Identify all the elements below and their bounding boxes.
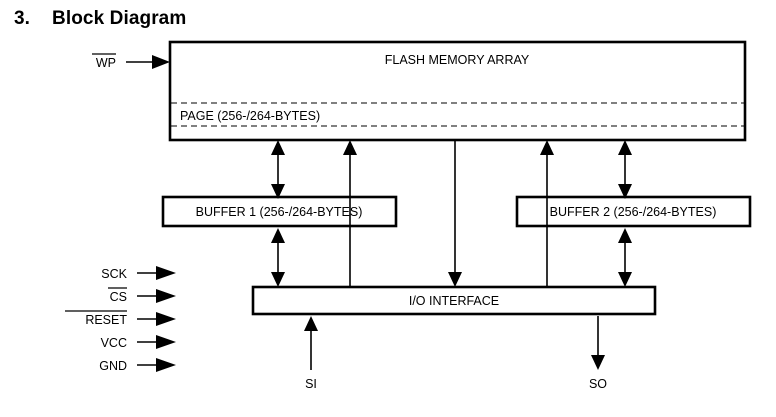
signal-cs-arrowhead [156,289,176,303]
connector-array-to-io-center [448,140,462,287]
signal-vcc: VCC [101,335,176,350]
page-title: Block Diagram [52,8,187,29]
flash-memory-array-label: FLASH MEMORY ARRAY [385,53,530,67]
signal-cs-label: CS [110,290,127,304]
signal-wp-label: WP [96,56,116,70]
io-interface-block: I/O INTERFACE [251,285,657,316]
connector-array-buffer1-bidirectional [271,140,285,199]
signal-gnd-label: GND [99,359,127,373]
signal-si: SI [304,316,318,391]
buffer-2-block: BUFFER 2 (256-/264-BYTES) [515,195,752,228]
signal-reset-arrowhead [156,312,176,326]
signal-so-arrowhead [591,355,605,370]
page-band-label: PAGE (256-/264-BYTES) [180,109,320,123]
page-heading: 3. Block Diagram [14,5,514,33]
io-interface-label: I/O INTERFACE [409,294,499,308]
connector-buffer2-io-bidirectional [618,228,632,287]
signal-gnd-arrowhead [156,358,176,372]
signal-reset: RESET [65,310,176,327]
buffer-2-label: BUFFER 2 (256-/264-BYTES) [550,205,717,219]
signal-vcc-label: VCC [101,336,127,350]
buffer-1-block: BUFFER 1 (256-/264-BYTES) [161,195,398,228]
flash-memory-array-block: FLASH MEMORY ARRAY PAGE (256-/264-BYTES) [168,40,747,142]
signal-so: SO [589,316,607,391]
signal-reset-label: RESET [85,313,127,327]
connector-array-buffer2-bidirectional [618,140,632,199]
signal-gnd: GND [99,358,176,373]
signal-cs: CS [108,287,176,304]
signal-wp: WP [92,53,170,70]
signal-sck-label: SCK [101,267,127,281]
signal-wp-arrowhead [152,55,170,69]
connector-buffer1-io-bidirectional [271,228,285,287]
signal-si-label: SI [305,377,317,391]
signal-so-label: SO [589,377,607,391]
buffer-1-label: BUFFER 1 (256-/264-BYTES) [196,205,363,219]
connector-io-to-array-right [540,140,554,287]
signal-si-arrowhead [304,316,318,331]
heading-number: 3. [14,8,31,29]
signal-vcc-arrowhead [156,335,176,349]
signal-sck: SCK [101,266,176,281]
signal-sck-arrowhead [156,266,176,280]
connector-io-to-array-left [343,140,357,287]
